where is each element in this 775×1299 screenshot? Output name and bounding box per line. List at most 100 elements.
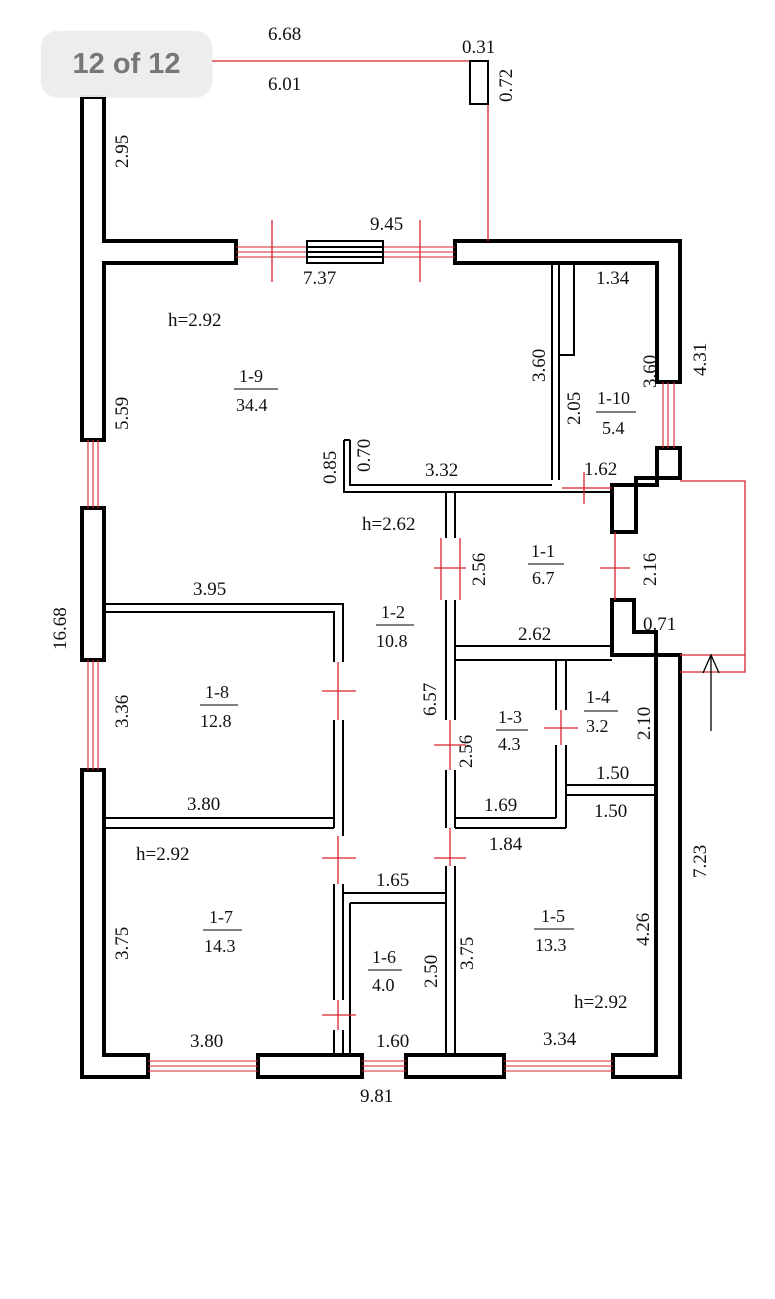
window-bottom-2 xyxy=(362,1060,406,1072)
dim-3-75-a: 3.75 xyxy=(112,927,133,960)
height-label-room-1-5: h=2.92 xyxy=(574,992,627,1013)
wall-right-entrance xyxy=(610,446,682,534)
window-left-1 xyxy=(87,440,99,508)
dim-3-34: 3.34 xyxy=(543,1029,577,1050)
room-1-4: 1-4 3.2 xyxy=(584,687,618,736)
room-1-5: 1-5 13.3 xyxy=(534,906,574,955)
dimension-labels: 6.68 6.01 0.31 0.72 2.95 9.45 7.37 1.34 … xyxy=(50,24,711,1107)
dim-1-60: 1.60 xyxy=(376,1031,409,1052)
svg-text:1-6: 1-6 xyxy=(372,947,396,967)
wall-v-center xyxy=(445,492,456,1055)
dim-0-85: 0.85 xyxy=(320,451,341,484)
wall-left-pier xyxy=(80,506,106,662)
chimney xyxy=(469,60,489,105)
dim-3-60-a: 3.60 xyxy=(529,349,550,382)
svg-text:4.0: 4.0 xyxy=(372,975,395,995)
window-bottom-1 xyxy=(148,1060,258,1072)
room-1-3: 1-3 4.3 xyxy=(496,707,528,754)
wall-left-top xyxy=(80,95,238,442)
wall-left-bottom xyxy=(80,768,150,1079)
window-bottom-3 xyxy=(504,1060,613,1072)
dim-0-71: 0.71 xyxy=(643,614,676,635)
svg-text:1-1: 1-1 xyxy=(531,541,555,561)
dim-0-72: 0.72 xyxy=(496,69,517,102)
wall-1-4-bottom xyxy=(566,784,656,796)
room-1-2: 1-2 10.8 xyxy=(376,602,414,651)
dim-1-34: 1.34 xyxy=(596,268,630,289)
room-labels: 1-9 34.4 1-10 5.4 1-1 6.7 1-2 10.8 1-8 1… xyxy=(200,366,636,995)
wall-1-3-top xyxy=(455,645,612,661)
dim-2-95: 2.95 xyxy=(112,135,133,168)
dim-1-65: 1.65 xyxy=(376,870,409,891)
room-1-9: 1-9 34.4 xyxy=(234,366,278,415)
dim-3-80-a: 3.80 xyxy=(187,794,220,815)
wall-1-3-right xyxy=(555,660,567,828)
dim-1-50-a: 1.50 xyxy=(596,763,629,784)
wall-right-lower xyxy=(610,598,658,657)
svg-text:1-5: 1-5 xyxy=(541,906,565,926)
dim-2-16: 2.16 xyxy=(640,553,661,586)
wall-bath-left xyxy=(551,263,575,480)
dim-2-50: 2.50 xyxy=(421,955,442,988)
dim-7-23: 7.23 xyxy=(690,845,711,878)
dim-0-70: 0.70 xyxy=(354,439,375,472)
porch-outline xyxy=(680,480,746,673)
wall-above-hall xyxy=(343,440,562,493)
room-1-6: 1-6 4.0 xyxy=(368,947,402,995)
dim-9-45: 9.45 xyxy=(370,214,403,235)
dim-7-37: 7.37 xyxy=(303,268,336,289)
dim-3-80-b: 3.80 xyxy=(190,1031,223,1052)
height-labels: h=2.92 h=2.62 h=2.92 h=2.92 xyxy=(136,310,627,1013)
dim-2-62: 2.62 xyxy=(518,624,551,645)
height-label-living: h=2.92 xyxy=(168,310,221,331)
svg-text:10.8: 10.8 xyxy=(376,631,408,651)
svg-text:14.3: 14.3 xyxy=(204,936,236,956)
dim-1-84: 1.84 xyxy=(489,834,523,855)
outer-walls xyxy=(80,95,682,1079)
wall-bottom-2 xyxy=(256,1053,364,1079)
svg-text:12.8: 12.8 xyxy=(200,711,232,731)
svg-text:13.3: 13.3 xyxy=(535,935,567,955)
image-counter-badge: 12 of 12 xyxy=(41,31,212,97)
dim-1-69: 1.69 xyxy=(484,795,517,816)
room-1-10: 1-10 5.4 xyxy=(596,388,636,438)
dim-3-32: 3.32 xyxy=(425,460,458,481)
dim-2-05: 2.05 xyxy=(564,392,585,425)
svg-text:4.3: 4.3 xyxy=(498,734,521,754)
entrance-arrow-icon xyxy=(702,653,720,731)
dim-3-95: 3.95 xyxy=(193,579,226,600)
red-markings xyxy=(212,60,746,1030)
dim-9-81: 9.81 xyxy=(360,1086,393,1107)
dim-16-68: 16.68 xyxy=(50,607,71,650)
dim-4-31: 4.31 xyxy=(690,343,711,376)
dim-2-56-b: 2.56 xyxy=(456,735,477,768)
wall-top-right xyxy=(453,239,682,384)
height-label-hall: h=2.62 xyxy=(362,514,415,535)
svg-text:1-10: 1-10 xyxy=(597,388,630,408)
dim-6-01: 6.01 xyxy=(268,74,301,95)
dim-1-62: 1.62 xyxy=(584,459,617,480)
svg-text:1-7: 1-7 xyxy=(209,907,233,927)
svg-text:1-9: 1-9 xyxy=(239,366,263,386)
window-top xyxy=(236,240,455,264)
dim-0-31: 0.31 xyxy=(462,37,495,58)
svg-text:6.7: 6.7 xyxy=(532,568,555,588)
internal-walls xyxy=(104,263,656,1055)
svg-text:1-2: 1-2 xyxy=(381,602,405,622)
dim-1-50-b: 1.50 xyxy=(594,801,627,822)
wall-bottom-3 xyxy=(404,1053,506,1079)
wall-1-8-top xyxy=(104,603,344,662)
dim-3-36: 3.36 xyxy=(112,695,133,728)
window-right xyxy=(662,382,675,448)
window-left-2 xyxy=(87,660,99,770)
dim-2-56-a: 2.56 xyxy=(469,553,490,586)
dim-2-10: 2.10 xyxy=(634,707,655,740)
wall-1-8-bottom xyxy=(104,817,334,829)
wall-1-3-bottom xyxy=(455,817,566,829)
room-1-1: 1-1 6.7 xyxy=(528,541,564,588)
height-label-bedroom: h=2.92 xyxy=(136,844,189,865)
svg-text:1-8: 1-8 xyxy=(205,682,229,702)
room-1-8: 1-8 12.8 xyxy=(200,682,238,731)
svg-text:1-3: 1-3 xyxy=(498,707,522,727)
